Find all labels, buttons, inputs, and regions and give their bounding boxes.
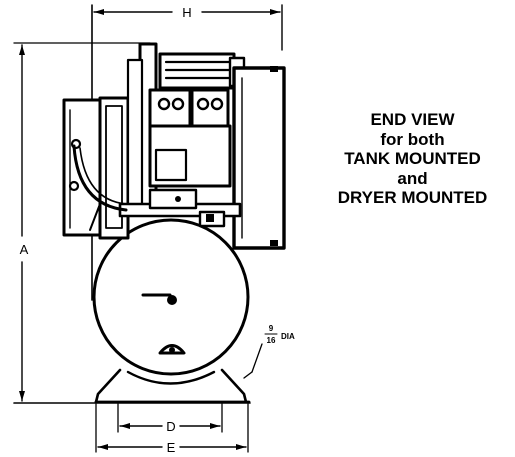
left-saddle-leg [94, 368, 122, 404]
d-label: D [166, 419, 175, 434]
tank-fitting [167, 295, 177, 305]
motor-bracket-top [270, 66, 278, 72]
d-arrow-left [120, 423, 130, 429]
flywheel-inner [105, 105, 123, 229]
belt-guard-edge [126, 58, 144, 212]
h-label: H [182, 5, 191, 20]
cylinder-bolt-2 [171, 97, 185, 111]
hole-fraction-denominator: 16 [267, 336, 276, 345]
cylinder-bolt-4 [210, 97, 224, 111]
cylinder-bolt-1 [157, 97, 171, 111]
e-label: E [167, 440, 176, 455]
tank-drain-plug [169, 347, 175, 353]
title-line-2: for both [380, 129, 445, 149]
unloader-valve [148, 188, 198, 210]
h-arrow-right [270, 9, 280, 15]
title-line-5: DRYER MOUNTED [337, 188, 488, 207]
right-saddle-leg [220, 368, 248, 404]
tube-fitting-lower [68, 180, 80, 192]
h-arrow-left [94, 9, 104, 15]
cylinder-right [190, 88, 230, 128]
title-line-4: and [397, 168, 428, 188]
cylinder-bolt-3 [196, 97, 210, 111]
switch-knob [206, 214, 214, 222]
d-arrow-right [210, 423, 220, 429]
motor-bracket-bottom [270, 240, 278, 246]
bracket-brace [89, 203, 101, 231]
cylinder-left [148, 88, 192, 128]
a-label: A [20, 242, 29, 257]
tank-assembly [92, 218, 253, 404]
discharge-tube-inner [79, 147, 127, 205]
e-arrow-right [236, 444, 246, 450]
a-arrow-top [19, 45, 25, 55]
tube-fitting-top [70, 138, 82, 150]
hole-callout-leader [251, 343, 263, 373]
hole-dia-label: DIA [281, 332, 295, 341]
mounting-hole-callout: 9 16 DIA [251, 324, 295, 373]
view-title: END VIEW for both TANK MOUNTED and DRYER… [320, 110, 505, 208]
saddle-arch [126, 370, 216, 385]
d-dimension: D [117, 403, 223, 434]
discharge-tube [72, 144, 128, 212]
hole-fraction-numerator: 9 [269, 324, 274, 333]
title-line-3: TANK MOUNTED [344, 149, 481, 168]
crankcase [148, 124, 232, 188]
title-line-1: END VIEW [370, 110, 455, 129]
crankcase-cover [154, 148, 188, 182]
cooling-fins [164, 60, 232, 80]
e-dimension: E [95, 403, 249, 455]
valve-fitting [175, 196, 181, 202]
compressor-assembly [62, 42, 286, 250]
a-arrow-bottom [19, 391, 25, 401]
e-arrow-left [98, 444, 108, 450]
mounting-hole-leader [243, 371, 253, 379]
